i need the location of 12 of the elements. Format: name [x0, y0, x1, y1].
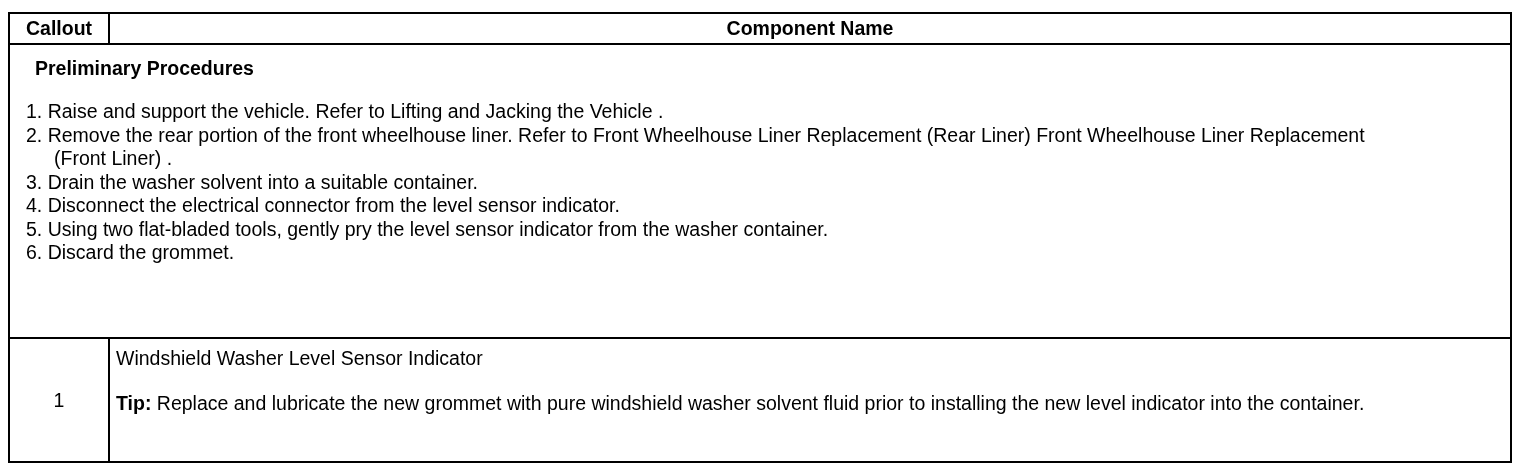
procedure-step: 5. Using two flat-bladed tools, gently pry the level sensor indicator from the washer container.	[10, 217, 1390, 241]
procedure-step: 3. Drain the washer solvent into a suitable container.	[10, 170, 1390, 194]
procedure-step: 6. Discard the grommet.	[10, 241, 1390, 265]
procedure-step: 4. Disconnect the electrical connector from the level sensor indicator.	[10, 194, 1390, 218]
tip-note: Tip: Replace and lubricate the new grommet with pure windshield washer solvent fluid prior to installing the new level indicator into the container.	[116, 392, 1366, 415]
column-header: Component Name	[726, 17, 894, 39]
section-heading: Preliminary Procedures	[35, 57, 254, 80]
component-name: Windshield Washer Level Sensor Indicator	[116, 347, 483, 370]
procedure-step: 1. Raise and support the vehicle. Refer to Lifting and Jacking the Vehicle .	[10, 100, 1390, 124]
column-header: Callout	[25, 17, 93, 39]
callout-number: 1	[53, 388, 65, 411]
procedure-step: 2. Remove the rear portion of the front wheelhouse liner. Refer to Front Wheelhouse Liner Replacement (Rear Liner) Front Wheelhouse Liner Replacement (Front Liner) .	[10, 123, 1390, 171]
